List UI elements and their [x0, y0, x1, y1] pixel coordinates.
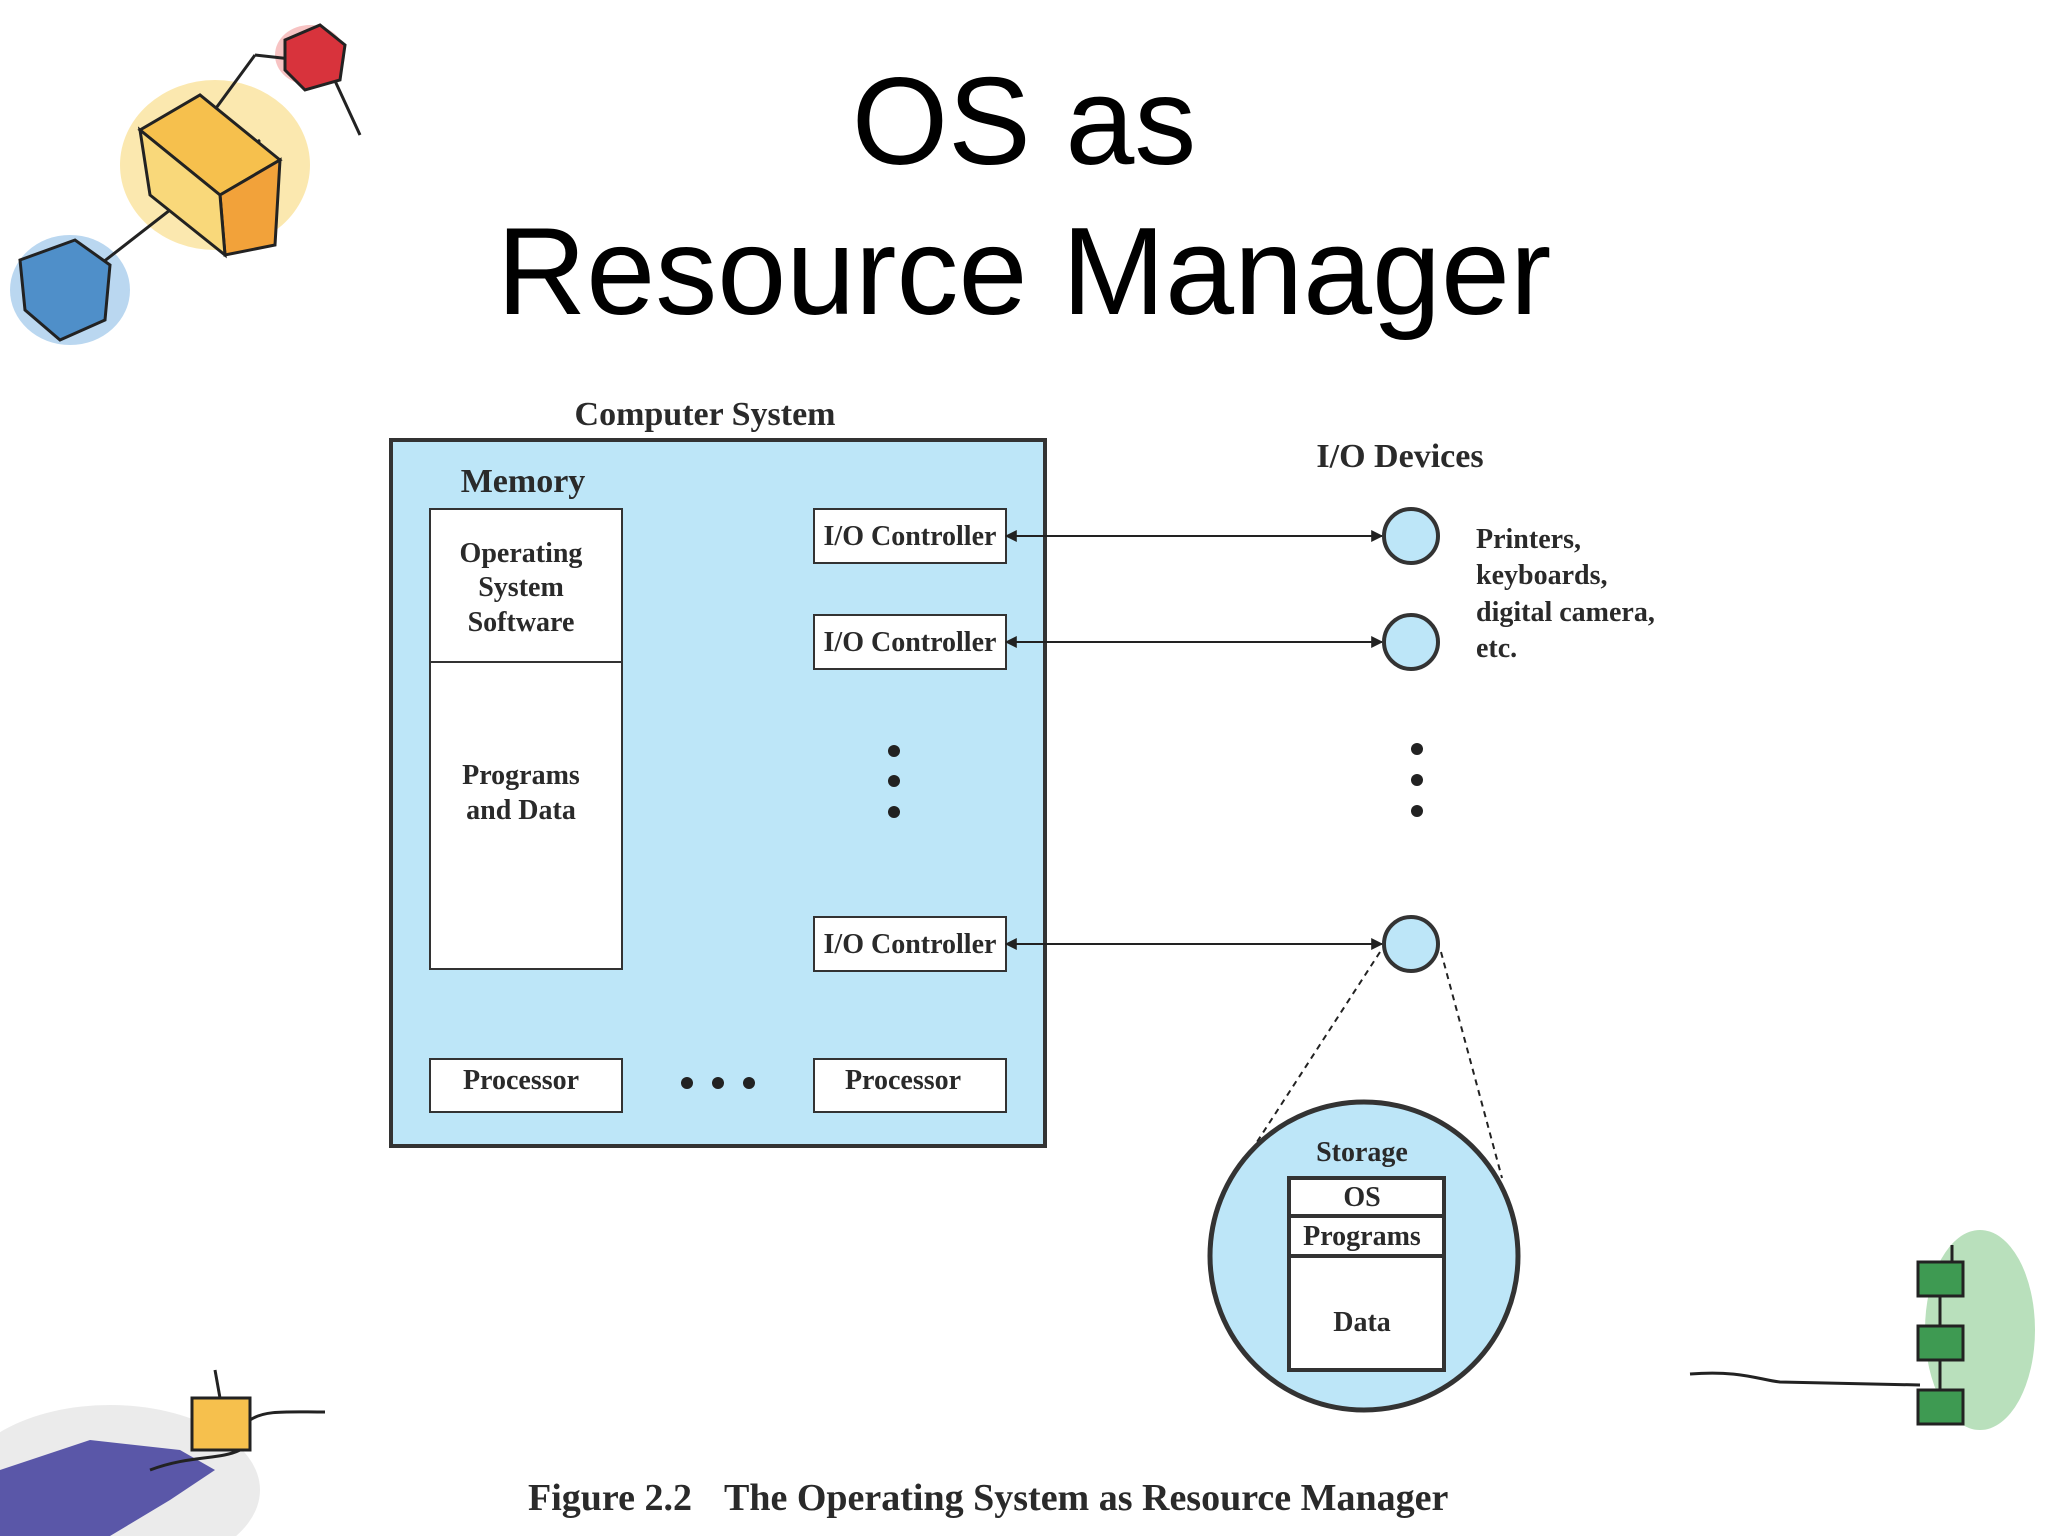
processor-ellipsis — [681, 1077, 755, 1089]
memory-os-line-2: System — [478, 572, 564, 603]
storage-data-label: Data — [1333, 1307, 1391, 1338]
memory-os-line-3: Software — [468, 607, 575, 638]
bottom-right-decoration — [1689, 1230, 2035, 1430]
processor-box-2 — [813, 1058, 1007, 1113]
memory-label: Memory — [461, 463, 586, 500]
processor-label-1: Processor — [463, 1065, 579, 1096]
memory-box — [429, 508, 623, 970]
slide-title-line-2: Resource Manager — [496, 203, 1552, 341]
memory-programs-line-1: Programs — [462, 760, 580, 791]
processor-label-2: Processor — [845, 1065, 961, 1096]
figure-number: Figure 2.2 — [528, 1477, 692, 1519]
figure-caption: The Operating System as Resource Manager — [724, 1477, 1449, 1519]
controller-ellipsis — [888, 745, 900, 818]
computer-system-label: Computer System — [575, 396, 836, 433]
bottom-left-decoration — [0, 1369, 326, 1536]
processor-box-1 — [429, 1058, 623, 1113]
io-controller-label-3: I/O Controller — [824, 929, 997, 960]
io-device-circle-3 — [1382, 915, 1440, 973]
storage-stack-box — [1287, 1176, 1446, 1372]
device-examples-line-3: digital camera, — [1476, 597, 1655, 628]
top-left-decoration — [10, 23, 362, 345]
io-controller-box-1 — [813, 508, 1007, 564]
storage-label: Storage — [1316, 1137, 1408, 1168]
io-device-circle-1 — [1382, 507, 1440, 565]
io-devices-label: I/O Devices — [1316, 438, 1483, 475]
slide-title-line-1: OS as — [851, 53, 1197, 191]
io-controller-label-1: I/O Controller — [824, 521, 997, 552]
io-device-circle-2 — [1382, 613, 1440, 671]
io-controller-label-2: I/O Controller — [824, 627, 997, 658]
io-controller-box-3 — [813, 916, 1007, 972]
storage-programs-label: Programs — [1303, 1221, 1421, 1252]
device-examples-line-2: keyboards, — [1476, 560, 1607, 591]
device-ellipsis — [1411, 743, 1423, 817]
memory-programs-line-2: and Data — [466, 795, 576, 826]
zoom-dashed-line-left — [1254, 951, 1381, 1146]
device-examples-line-4: etc. — [1476, 633, 1517, 664]
memory-os-line-1: Operating — [460, 538, 583, 569]
device-examples-line-1: Printers, — [1476, 524, 1581, 555]
storage-os-label: OS — [1343, 1182, 1380, 1213]
